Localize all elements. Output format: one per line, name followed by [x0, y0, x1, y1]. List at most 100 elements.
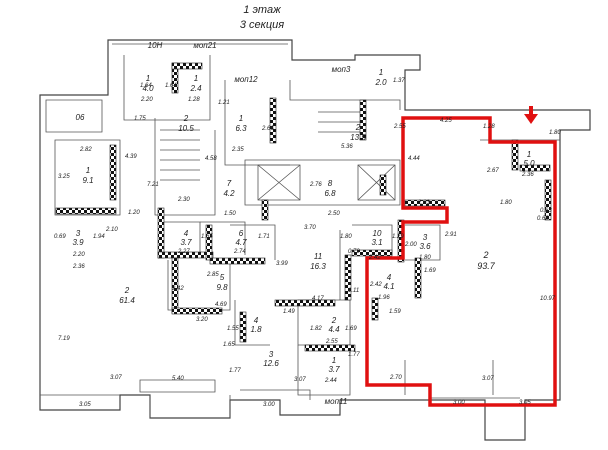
dimension: 3.00: [263, 402, 275, 408]
dimension: 1.11: [348, 288, 359, 294]
dimension: 2.55: [393, 124, 406, 130]
room-area: 93.7: [477, 261, 496, 271]
dimension: 2.10: [105, 227, 118, 233]
checkered-walls: [55, 62, 552, 352]
room-area: 2.4: [189, 84, 202, 93]
dimension: 2.20: [72, 252, 85, 258]
dimension: 1.50: [224, 211, 236, 217]
dimension: 2.50: [327, 211, 340, 217]
room-label: моп21: [193, 41, 216, 50]
dimension: 2.27: [177, 249, 190, 255]
dimension: 1.96: [378, 295, 390, 301]
dimension: 1.80: [419, 255, 431, 261]
room-area: 61.4: [119, 296, 135, 305]
dimension: 1.80: [549, 130, 561, 136]
room-number: 1: [239, 114, 243, 123]
dimension: 3.07: [110, 375, 122, 381]
dimension: 7.21: [147, 182, 159, 188]
room-area: 3.9: [72, 238, 84, 247]
room-area: 4.1: [383, 282, 394, 291]
room-number: 4: [254, 316, 259, 325]
dimension: 2.74: [233, 249, 246, 255]
room-area: 9.1: [82, 176, 93, 185]
room-number: 1: [146, 74, 150, 83]
dimension: 1.64: [165, 83, 177, 89]
dimension: 2.67: [486, 168, 499, 174]
room-area: 6.8: [324, 189, 336, 198]
room-label: 06: [76, 113, 85, 122]
dimension: 4.69: [215, 302, 227, 308]
room-number: 11: [314, 252, 322, 261]
room-areas: 1 4.0 1 2.4 2 10.5 1 6.3 1 2.0 2 13.5 1 …: [72, 68, 535, 374]
room-number: 8: [328, 179, 333, 188]
dimension: 3.07: [294, 377, 306, 383]
dimension: 1.77: [348, 352, 360, 358]
dimension: 0.63: [540, 208, 552, 214]
dimension: 2.35: [231, 147, 244, 153]
room-labels: 06 10Н моп21 моп12 моп3 моп11: [76, 41, 351, 406]
dimension: 1.37: [393, 78, 405, 84]
dimension: 1.21: [218, 100, 230, 106]
room-number: 7: [227, 179, 232, 188]
room-number: 3: [423, 233, 428, 242]
dimension: 1.49: [283, 309, 295, 315]
dimension: 1.55: [227, 326, 239, 332]
dimension: 2.76: [309, 182, 322, 188]
room-label: моп3: [332, 65, 351, 74]
dimension: 1.80: [500, 200, 512, 206]
dimension: 0.69: [54, 234, 66, 240]
room-number: 2: [331, 316, 337, 325]
dimension: 2.66: [261, 126, 274, 132]
dimension: 2.00: [404, 242, 417, 248]
dimension: 1.20: [128, 210, 140, 216]
dimension: 2.85: [206, 272, 219, 278]
room-area: 3.7: [328, 365, 340, 374]
dimension: 2.36: [72, 264, 85, 270]
room-area: 10.5: [178, 124, 194, 133]
dimension: 3.70: [304, 225, 316, 231]
room-number: 5: [220, 273, 225, 282]
dimension: 2.42: [171, 286, 184, 292]
room-area: 4.0: [142, 84, 154, 93]
highlighted-unit-outline: [365, 116, 557, 407]
dimension: 2.03: [417, 200, 430, 206]
dimension: 3.99: [276, 261, 288, 267]
dimension: 4.58: [205, 156, 217, 162]
dimension: 1.71: [258, 234, 270, 240]
dimension: 1.65: [223, 342, 235, 348]
dimension: 2.42: [368, 255, 381, 261]
room-area: 6.3: [235, 124, 247, 133]
room-number: 1: [194, 74, 198, 83]
dimension: 4.25: [440, 118, 452, 124]
room-number: 6: [239, 229, 244, 238]
dimension: 5.40: [172, 376, 184, 382]
room-area: 3.7: [180, 238, 192, 247]
dimension: 2.91: [444, 232, 457, 238]
room-area: 1.8: [250, 325, 262, 334]
dimension: 4.39: [125, 154, 137, 160]
dimension: 3.20: [196, 317, 208, 323]
room-label: моп12: [234, 75, 258, 84]
room-number: 4: [184, 229, 189, 238]
room-number: 4: [387, 273, 392, 282]
dimension: 3.05: [519, 400, 531, 406]
room-number: 3: [76, 229, 81, 238]
dimension: 1.82: [310, 326, 322, 332]
dimension: 1.64: [140, 83, 152, 89]
room-area: 4.2: [223, 189, 235, 198]
dimension: 0.72: [348, 249, 360, 255]
dimension: 2.42: [369, 282, 382, 288]
room-number: 1: [86, 166, 90, 175]
room-area: 12.6: [263, 359, 279, 368]
room-area: 13.5: [350, 133, 366, 142]
dimension: 1.80: [340, 234, 352, 240]
dimension: 4.17: [312, 296, 324, 302]
dimension: 2.44: [324, 378, 337, 384]
dimension: 2.70: [389, 375, 402, 381]
room-number: 2: [482, 250, 488, 260]
dimension: 7.19: [58, 336, 70, 342]
dimension: 1.28: [188, 97, 200, 103]
dimension: 1.77: [229, 368, 241, 374]
room-label: моп11: [325, 397, 348, 406]
